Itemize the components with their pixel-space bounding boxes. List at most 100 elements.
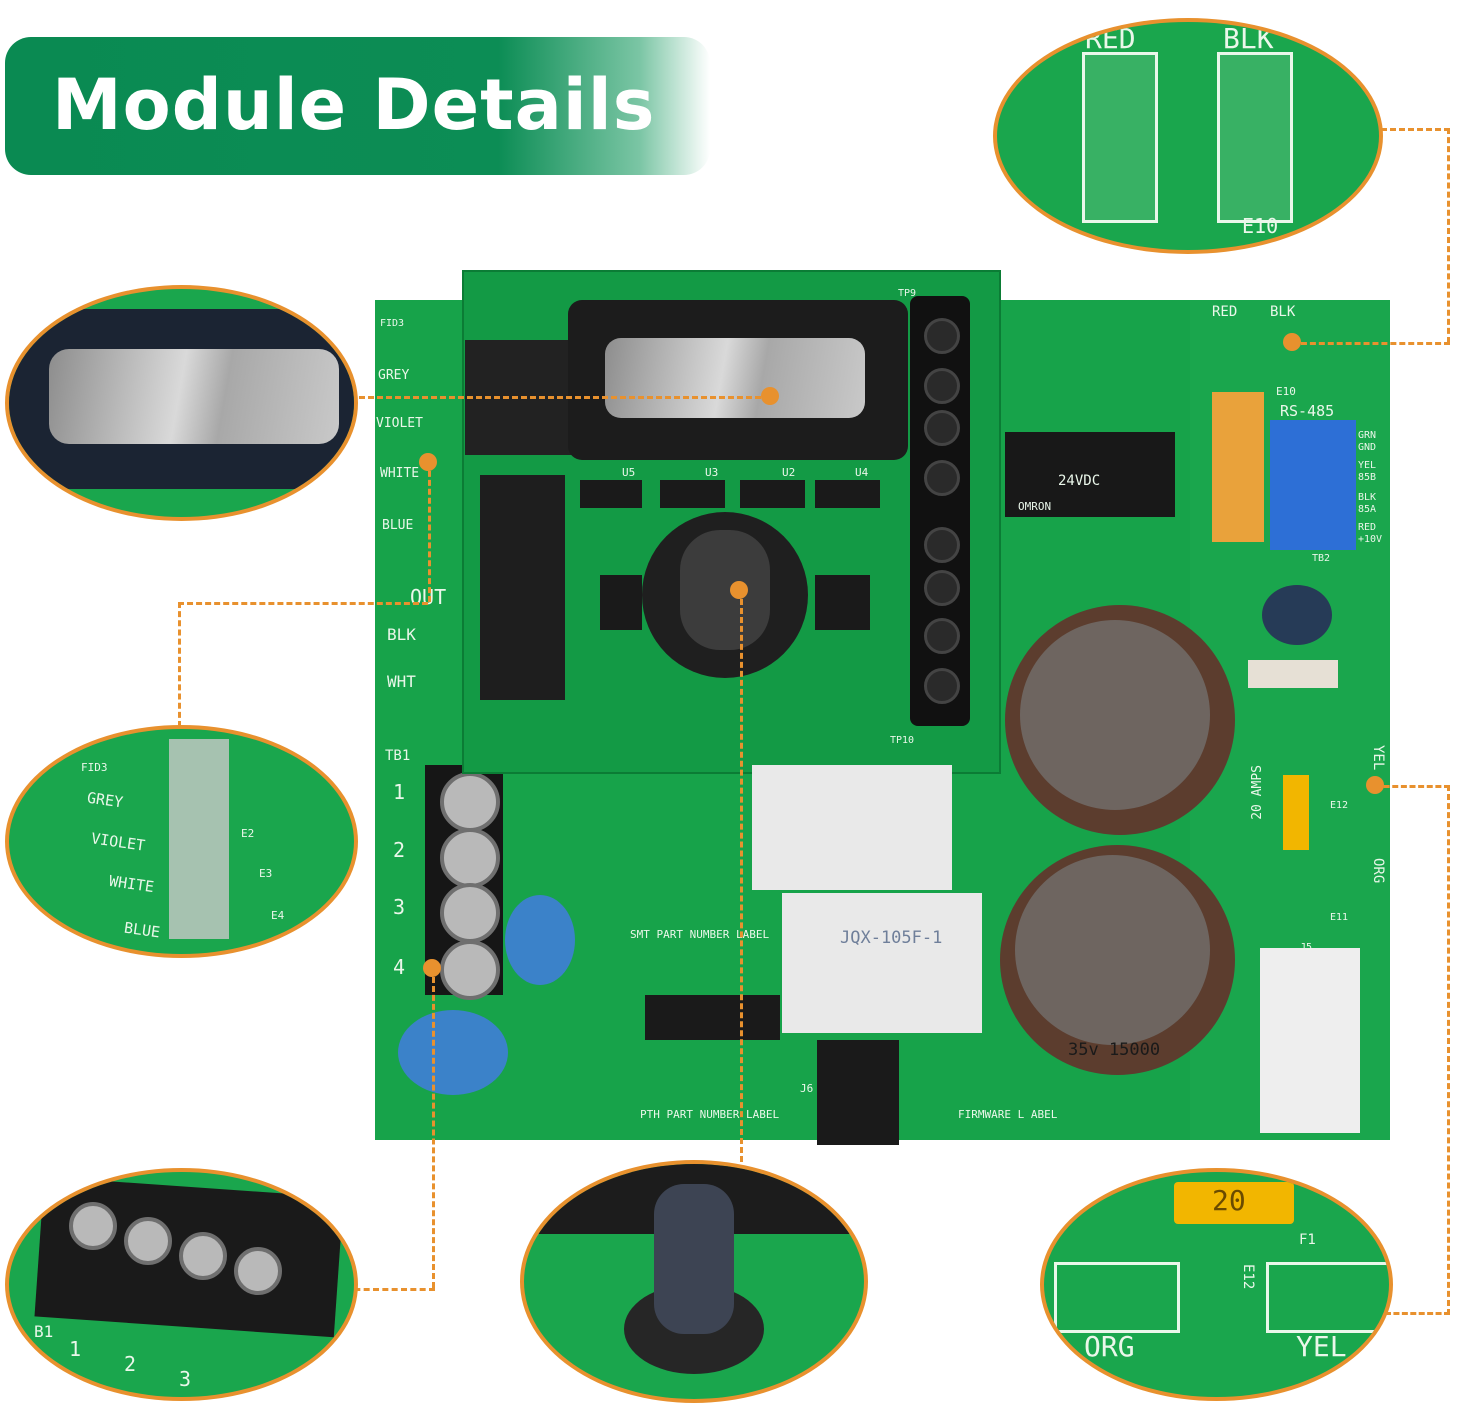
jack-j6 [817,1040,899,1145]
zoom-terminal-block: B1 1 2 3 [5,1168,358,1401]
zoom-label-b1: B1 [34,1322,54,1341]
varistor-large [398,1010,508,1095]
silk-e10: E10 [1276,385,1296,398]
zoom-label-e3: E3 [259,867,273,880]
capacitor-top-c2 [1015,855,1210,1045]
terminal-screw-1 [440,772,500,832]
zoom-fuse [1174,1182,1294,1224]
leader-line [1385,1312,1450,1315]
zoom-label-2: 2 [124,1352,137,1376]
zoom-label-e10: E10 [1242,214,1279,238]
silk-org-right: ORG [1370,858,1386,884]
banner-title: Module Details [52,64,656,146]
silk-tp9: TP9 [898,288,917,299]
silk-terminal-2: 2 [393,838,406,862]
silk-tb1: TB1 [385,748,411,764]
fuse-20a [1283,775,1309,850]
leader-line [345,1288,435,1291]
zoom-label-e12: E12 [1240,1264,1256,1290]
leader-line [1345,128,1450,131]
capacitor-top-c1 [1020,620,1210,810]
ic-chip-u5 [645,995,780,1040]
zoom-label-org: ORG [1084,1330,1135,1363]
terminal-block-tb2 [1270,420,1356,550]
zoom-label-3: 3 [179,1367,192,1391]
relay-jqx [782,893,982,1033]
rotary-selector-knob[interactable] [680,530,770,650]
silk-u2: U2 [782,466,796,479]
terminal-screw-2 [440,828,500,888]
silk-u4: U4 [855,466,869,479]
zoom-spade-connectors [169,739,229,939]
callout-dot-fuse-terminals [1366,776,1384,794]
zoom-rotary-knob [520,1160,868,1403]
title-banner [5,37,710,175]
zoom-label-f1: F1 [1299,1232,1316,1248]
zoom-screw [124,1217,172,1265]
silk-e12: E12 [1330,800,1349,811]
zoom-label-violet: VIOLET [90,829,147,855]
relay-model: JQX-105F-1 [840,928,943,948]
zoom-terminal-blk [1217,52,1293,223]
connector-orange [1212,392,1264,542]
silk-red-10v: RED [1358,522,1377,533]
silk-firmware-label: FIRMWARE L ABEL [958,1108,1058,1121]
zoom-label-grey: GREY [85,788,125,812]
callout-dot-knob [730,581,748,599]
silk-terminal-4: 4 [393,955,406,979]
ic-chip [740,480,805,508]
relay-brand: OMRON [1018,500,1052,513]
silk-u3: U3 [705,466,719,479]
silk-grn: GRN [1358,430,1377,441]
leader-line [1447,128,1450,343]
header-pin [924,668,960,704]
silk-j6: J6 [800,1082,814,1095]
silk-white: WHITE [380,466,420,481]
leader-line [1375,785,1450,788]
power-resistor [1248,660,1338,688]
callout-dot-lcd [761,387,779,405]
header-pin [924,318,960,354]
silk-blue: BLUE [382,518,414,533]
silk-j5: J5 [1300,942,1313,953]
zoom-label-e2: E2 [241,827,255,840]
silk-85b: 85B [1358,472,1377,483]
ic-chip [815,480,880,508]
silk-10v: +10V [1358,534,1383,545]
pin-header [910,296,970,726]
silk-blk-top: BLK [1270,304,1296,320]
zoom-terminal-red [1082,52,1158,223]
silk-wht: WHT [387,672,416,691]
zoom-label-fid3: FID3 [81,761,108,774]
header-pin [924,410,960,446]
ic-chip [815,575,870,630]
silk-e11: E11 [1330,912,1349,923]
silk-grey: GREY [378,368,410,383]
lcd-screen [605,338,865,418]
leader-line [1292,342,1450,345]
relay-k4 [1005,432,1175,517]
zoom-terminal-org [1054,1262,1180,1333]
leader-line [178,602,181,727]
silk-yel-85b: YEL [1358,460,1377,471]
zoom-terminal-yel [1266,1262,1389,1333]
silk-smt-label: SMT PART NUMBER LABEL [630,928,770,941]
header-pin [924,460,960,496]
zoom-knob-stem [654,1184,734,1334]
zoom-wire-terminals: FID3 GREY VIOLET WHITE BLUE E2 E3 E4 [5,725,358,958]
ic-chip [660,480,725,508]
leader-line [350,396,770,399]
zoom-lcd-display [5,285,358,521]
zoom-label-yel: YEL [1296,1330,1347,1363]
silk-yel-right: YEL [1370,745,1386,771]
varistor-small [505,895,575,985]
leader-line [740,590,743,1162]
silk-red: RED [1212,304,1238,320]
silk-rs485: RS-485 [1280,402,1335,420]
silk-20-amps: 20 AMPS [1250,765,1265,820]
zoom-red-blk-terminals: RED BLK E10 [993,18,1383,254]
zoom-label-blue: BLUE [122,918,162,942]
capacitor-rating: 35v 15000 [1068,1040,1161,1060]
silk-blk-85a: BLK [1358,492,1377,503]
leader-line [428,462,431,602]
